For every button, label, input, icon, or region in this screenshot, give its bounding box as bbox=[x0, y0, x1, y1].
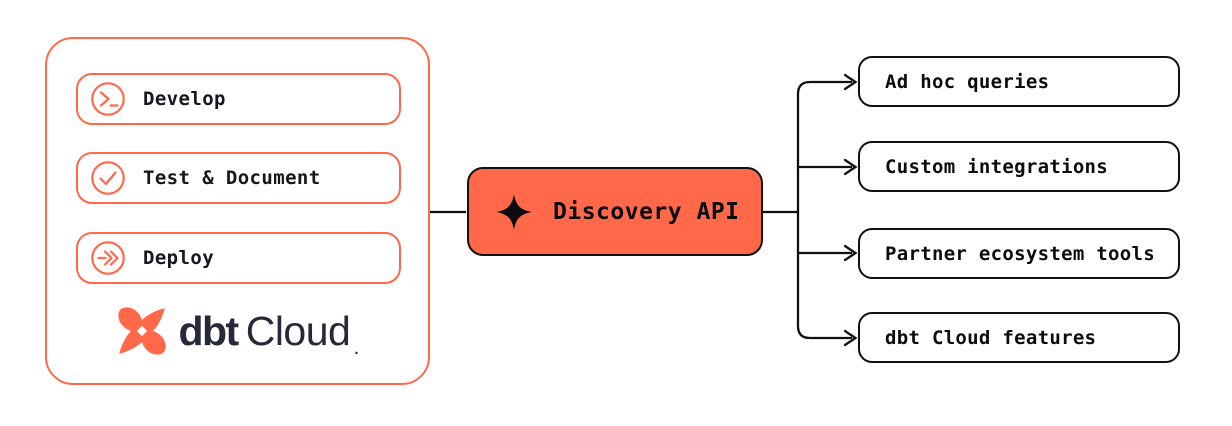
step-develop: Develop bbox=[76, 73, 401, 125]
consumer-custom-integrations: Custom integrations bbox=[858, 141, 1180, 192]
consumer-label: Ad hoc queries bbox=[885, 70, 1050, 93]
arrowhead-icon bbox=[843, 73, 858, 91]
dbt-cloud-panel: Develop Test & Document Deploy dbt Clo bbox=[45, 37, 430, 385]
arrowhead-icon bbox=[843, 244, 858, 262]
edge-branch-top bbox=[796, 80, 852, 212]
dbt-logo-trademark-dot: . bbox=[354, 340, 359, 358]
check-circle-icon bbox=[91, 161, 125, 195]
consumer-label: dbt Cloud features bbox=[885, 326, 1097, 349]
sparkle-icon bbox=[496, 193, 532, 230]
deploy-arrows-icon bbox=[91, 241, 125, 275]
consumer-ad-hoc-queries: Ad hoc queries bbox=[858, 56, 1180, 107]
edge-branch-bottom bbox=[796, 212, 852, 340]
arrowhead-icon bbox=[843, 329, 858, 347]
dbt-cloud-logo: dbt Cloud . bbox=[47, 305, 428, 357]
step-deploy: Deploy bbox=[76, 232, 401, 284]
consumer-label: Partner ecosystem tools bbox=[885, 242, 1155, 265]
dbt-logo-text-regular: Cloud bbox=[245, 307, 351, 354]
step-label: Deploy bbox=[143, 247, 215, 269]
step-test-document: Test & Document bbox=[76, 152, 401, 204]
api-node-label: Discovery API bbox=[553, 198, 740, 225]
step-label: Test & Document bbox=[143, 167, 321, 189]
consumer-label: Custom integrations bbox=[885, 155, 1109, 178]
dbt-logo-text-bold: dbt bbox=[178, 307, 239, 354]
consumer-partner-ecosystem-tools: Partner ecosystem tools bbox=[858, 228, 1180, 279]
consumer-dbt-cloud-features: dbt Cloud features bbox=[858, 312, 1180, 363]
arrowhead-icon bbox=[843, 158, 858, 176]
dbt-logo-mark-icon bbox=[118, 307, 167, 355]
discovery-api-node: Discovery API bbox=[467, 167, 763, 256]
terminal-prompt-icon bbox=[91, 82, 125, 116]
step-label: Develop bbox=[143, 88, 226, 110]
